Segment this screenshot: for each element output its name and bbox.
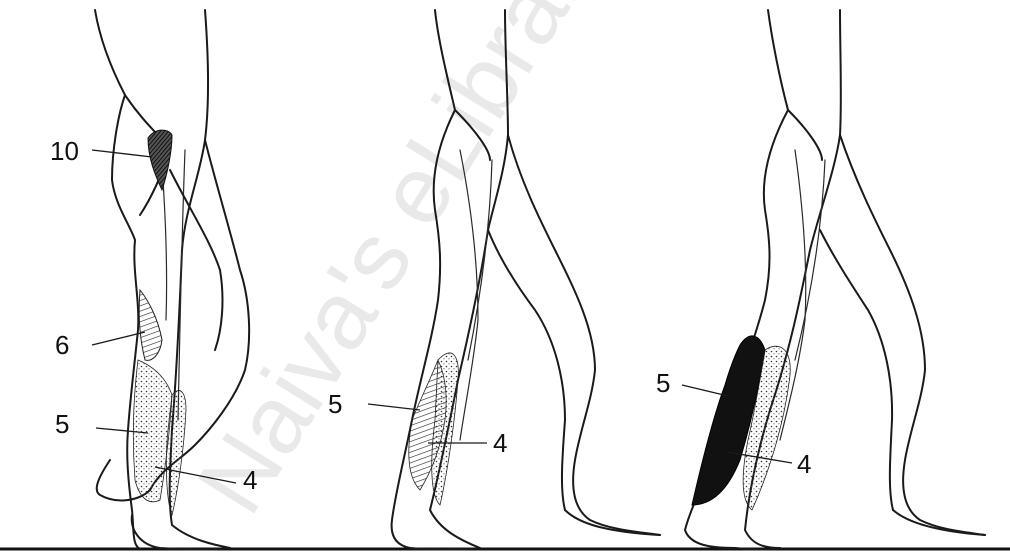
muscle-10-left: [148, 130, 172, 190]
label-5-middle: 5: [328, 389, 342, 419]
right-leg-figure: 5 4: [656, 10, 985, 550]
label-4-middle: 4: [493, 428, 507, 458]
muscle-6-left: [139, 290, 162, 360]
label-4-right: 4: [797, 449, 811, 479]
leader-5-right: [682, 385, 728, 396]
label-10-left: 10: [50, 136, 79, 166]
label-4-left: 4: [243, 465, 257, 495]
muscle-5-left: [133, 360, 172, 502]
label-6-left: 6: [55, 330, 69, 360]
label-5-right: 5: [656, 368, 670, 398]
leader-5-middle: [368, 404, 420, 410]
leader-10-left: [92, 150, 152, 157]
label-5-left: 5: [55, 409, 69, 439]
